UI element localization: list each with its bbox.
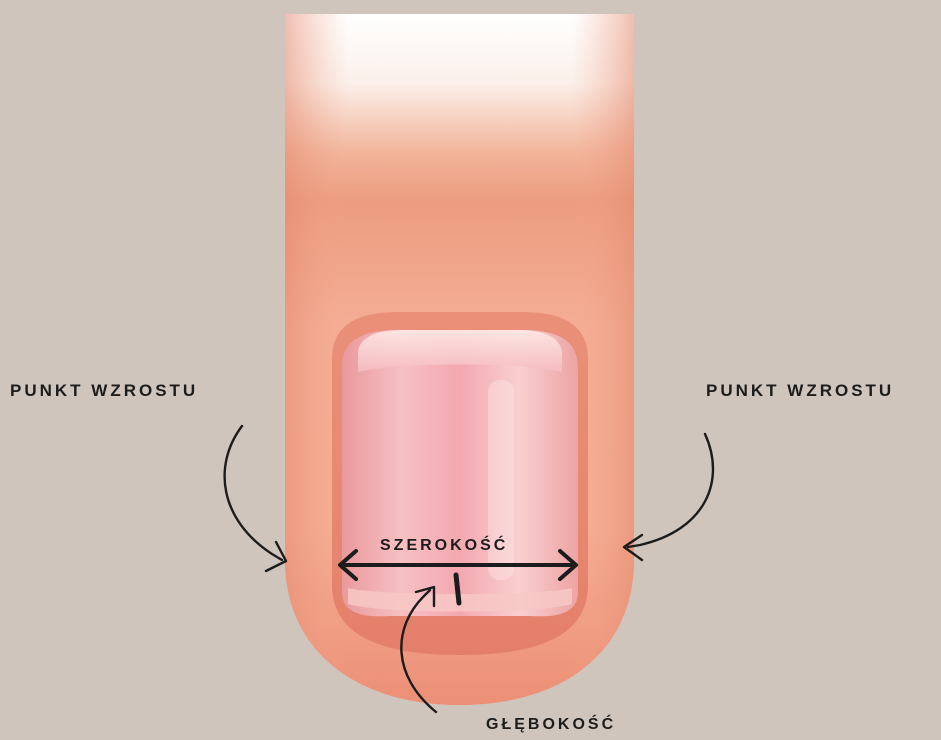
right-growth-arrow	[628, 434, 713, 547]
growth-point-right-label: PUNKT WZROSTU	[706, 381, 894, 401]
growth-point-left-label: PUNKT WZROSTU	[10, 381, 198, 401]
depth-marker	[456, 575, 459, 603]
depth-label: GŁĘBOKOŚĆ	[486, 716, 616, 734]
left-growth-arrow	[225, 426, 282, 560]
width-label: SZEROKOŚĆ	[380, 537, 508, 555]
nail-plate	[342, 330, 578, 616]
